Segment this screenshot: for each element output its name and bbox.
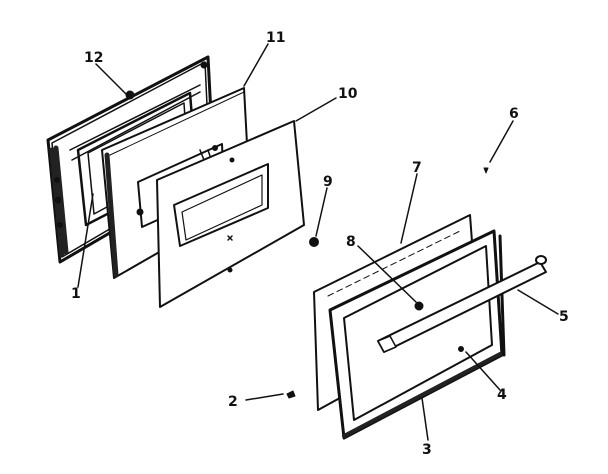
leader-2 — [245, 393, 284, 401]
part-4-clip — [458, 346, 464, 352]
leader-8 — [357, 245, 417, 303]
callout-3: 3 — [422, 442, 432, 458]
callout-11: 11 — [266, 30, 285, 46]
callout-8: 8 — [346, 234, 356, 250]
leader-4 — [465, 351, 501, 391]
leader-lines — [77, 43, 559, 441]
leader-3 — [421, 397, 429, 441]
part-8-screw — [414, 301, 424, 311]
part-5-door-handle — [377, 255, 547, 353]
leader-5 — [517, 289, 559, 315]
leader-12 — [95, 63, 129, 97]
callout-6: 6 — [509, 106, 519, 122]
part-2-screw — [286, 390, 296, 399]
callout-12: 12 — [84, 50, 103, 66]
leader-11 — [243, 43, 269, 87]
leader-9 — [315, 187, 328, 237]
leader-6 — [489, 120, 514, 163]
callout-4: 4 — [497, 387, 507, 403]
leader-7 — [400, 173, 418, 244]
callout-9: 9 — [323, 174, 333, 190]
leader-10 — [295, 97, 337, 122]
part-9-spacer — [309, 237, 319, 247]
callout-5: 5 — [559, 309, 569, 325]
part-6-screw — [483, 167, 489, 174]
callout-10: 10 — [338, 86, 358, 102]
leader-1 — [77, 193, 94, 288]
callout-1: 1 — [71, 286, 81, 302]
callout-2: 2 — [228, 394, 238, 410]
callout-7: 7 — [412, 160, 422, 176]
part-10-window-panel — [156, 120, 305, 308]
